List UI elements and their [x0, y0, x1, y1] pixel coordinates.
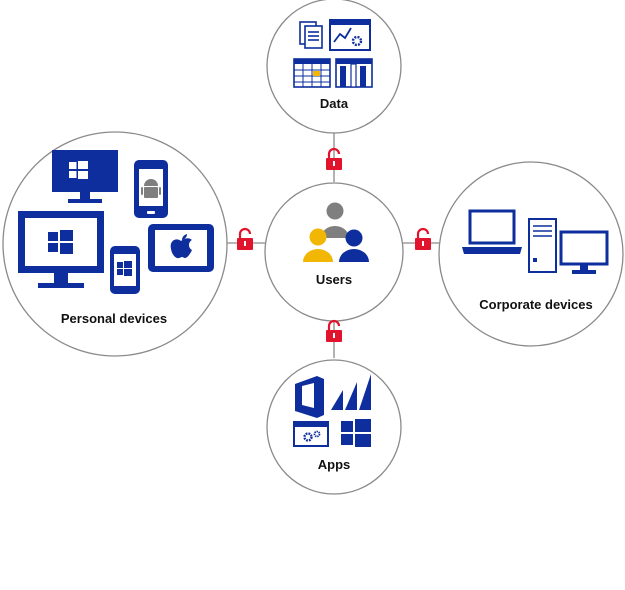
lock-icon — [326, 319, 342, 342]
dynamics-icon — [331, 374, 371, 410]
app-settings-window-icon — [293, 421, 329, 447]
corporate-devices-label: Corporate devices — [479, 297, 593, 312]
monitor-windows-icon — [18, 211, 104, 288]
bar-grid-icon — [335, 58, 373, 88]
desktop-windows-icon — [52, 150, 118, 203]
office-icon — [295, 376, 324, 418]
lock-icon — [326, 147, 342, 170]
phone-windows-icon — [110, 246, 140, 294]
lock-icon — [415, 227, 431, 250]
phone-android-icon — [134, 160, 168, 218]
document-icon — [299, 21, 323, 49]
laptop-icon — [462, 209, 522, 254]
data-label: Data — [319, 96, 349, 111]
personal-devices-label: Personal devices — [60, 311, 168, 326]
lock-icon — [237, 227, 253, 250]
users-group-icon — [303, 202, 369, 262]
tower-icon — [528, 218, 557, 273]
tablet-apple-icon — [148, 224, 214, 272]
chart-window-icon — [329, 19, 371, 51]
monitor-icon — [559, 230, 609, 274]
users-label: Users — [315, 272, 353, 287]
calendar-grid-icon — [293, 58, 331, 88]
apps-node-circle — [266, 359, 402, 495]
apps-label: Apps — [317, 457, 351, 472]
windows-logo-icon — [341, 419, 371, 447]
